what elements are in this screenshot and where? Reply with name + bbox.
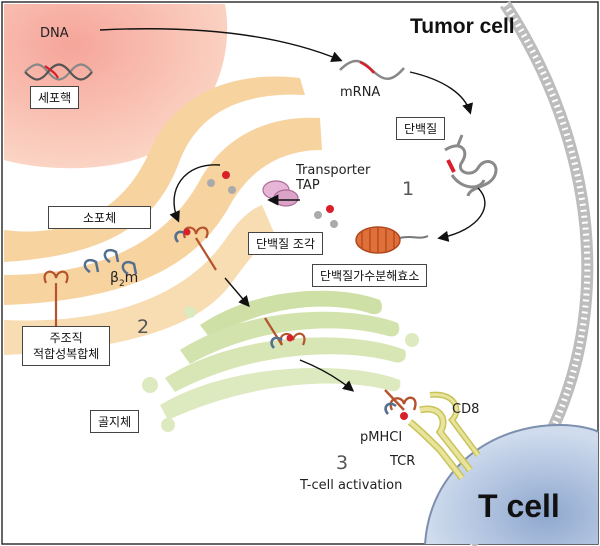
mhc-molecule-er [174, 226, 217, 271]
protein-box: 단백질 [396, 117, 446, 140]
surface-complex [384, 389, 481, 481]
nucleus-box: 세포핵 [30, 86, 80, 109]
mhc-molecule-golgi [264, 317, 306, 349]
beta2m-main: β [110, 270, 119, 286]
tcr-label: TCR [390, 454, 416, 469]
peptide-box: 단백질 조각 [248, 232, 324, 255]
beta2m-sub: 2 [118, 278, 125, 289]
dna-label: DNA [40, 26, 69, 41]
process-arrows [99, 28, 486, 392]
t-cell-title: T cell [478, 488, 560, 524]
peptide-fragments [207, 171, 338, 228]
tap-label: TAP [296, 178, 320, 193]
mhc-box-line1: 주조직 [49, 331, 83, 345]
cd8-label: CD8 [452, 402, 480, 417]
proteasome-box: 단백질가수분해효소 [312, 264, 428, 287]
step-2: 2 [137, 316, 150, 338]
tumor-cell-title: Tumor cell [410, 15, 515, 38]
beta2m-molecules [83, 248, 138, 276]
dna-helix [24, 63, 93, 81]
beta2m-tail: m [124, 270, 139, 286]
mrna-strand [339, 59, 405, 80]
transporter-label: Transporter [296, 163, 371, 178]
golgi-box: 골지체 [90, 410, 140, 433]
step-3: 3 [336, 452, 349, 474]
pmhci-label: pMHCI [360, 430, 403, 445]
mhc-box-line2: 적합성복합체 [33, 347, 100, 361]
beta2m-label: β2m [110, 270, 138, 289]
step-1: 1 [402, 178, 415, 200]
er-box: 소포체 [48, 206, 152, 229]
t-cell [424, 423, 599, 545]
mhc-molecule-loose [43, 270, 69, 330]
folded-protein [444, 134, 498, 197]
tcell-activation-label: T-cell activation [300, 478, 403, 493]
mrna-label: mRNA [340, 85, 381, 100]
mhc-box: 주조직 적합성복합체 [22, 326, 111, 366]
proteasome [355, 226, 429, 254]
